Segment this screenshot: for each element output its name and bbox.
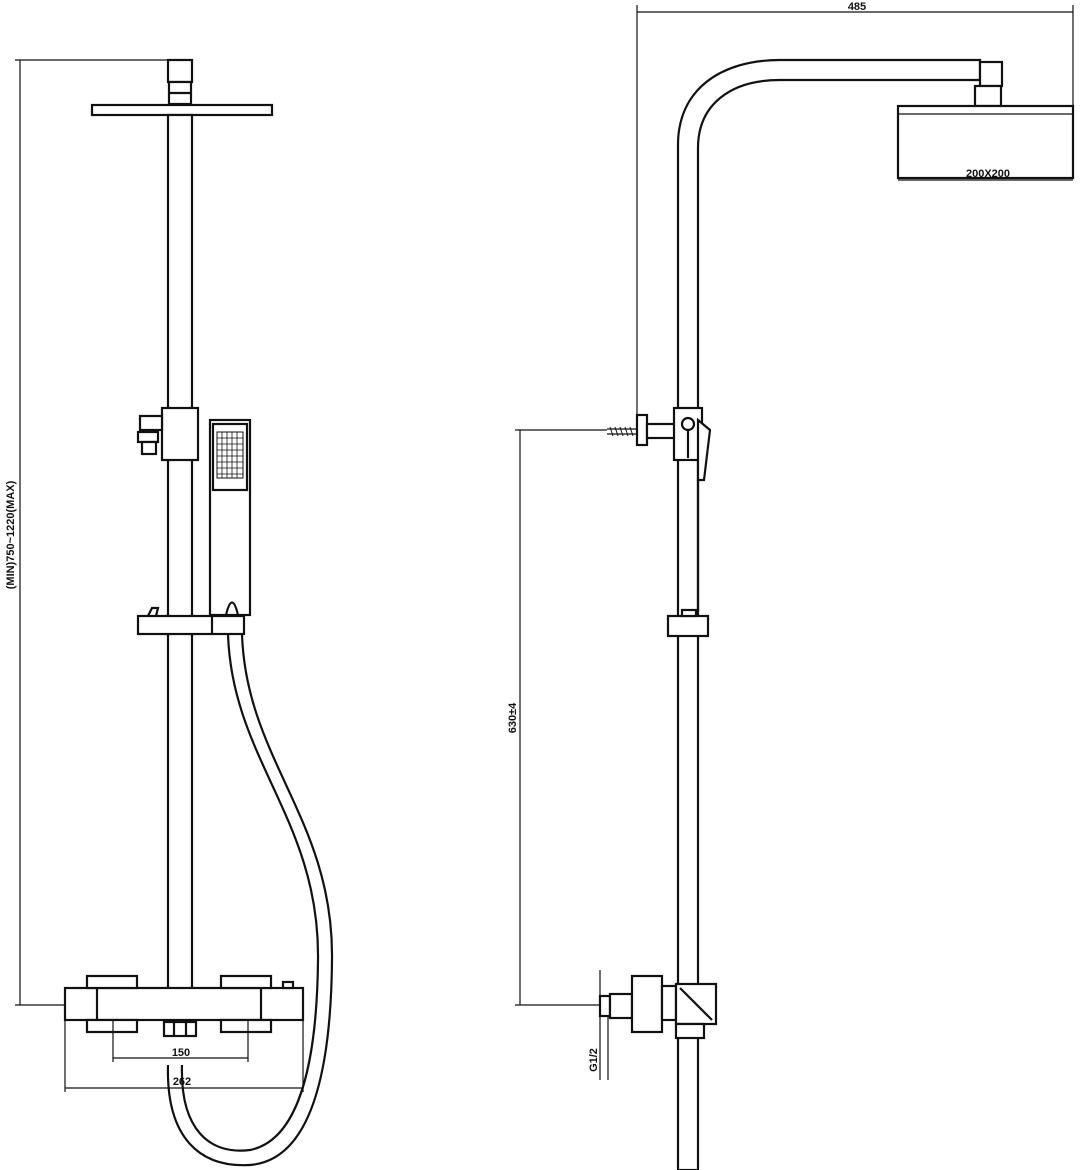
bracket-height-label: 630±4 (507, 702, 519, 733)
thermostatic-valve-front (63, 974, 305, 1038)
rain-shower-head-front (90, 103, 274, 117)
diverter-stem (140, 440, 158, 456)
diverter-knob (138, 414, 164, 432)
curved-shower-arm (676, 58, 982, 410)
hand-shower (208, 418, 252, 617)
wall-bracket (607, 413, 677, 447)
inlet-thread-label: G1/2 (588, 1048, 600, 1072)
valve-spacing-label: 150 (172, 1047, 190, 1059)
inlet-elbow (598, 974, 718, 1040)
side-valve-nut (674, 1022, 706, 1040)
side-head-mount (978, 60, 1004, 88)
riser-pipe-side (676, 408, 700, 1170)
head-mount-block (166, 58, 194, 84)
side-slide-holder (666, 614, 710, 638)
diverter-block (160, 406, 200, 462)
bracket-height-dimension (515, 429, 607, 1006)
rain-shower-head-side (896, 104, 1075, 180)
valve-width-dimension (64, 1020, 304, 1092)
diverter-lever (136, 430, 160, 444)
height-dimension (15, 59, 192, 1006)
side-view: 485 200X200 (507, 1, 1075, 1170)
valve-width-label: 262 (173, 1076, 191, 1088)
height-range-label: (MIN)750~1220(MAX) (5, 480, 17, 589)
shower-hose (166, 633, 334, 1167)
side-head-connector (973, 84, 1003, 108)
slide-bar-holder (136, 614, 246, 636)
arm-reach-dimension (636, 5, 1074, 420)
arm-reach-label: 485 (848, 1, 866, 13)
valve-outlet-nut (162, 1020, 198, 1038)
valve-spacing-dimension (112, 1020, 249, 1062)
head-size-label: 200X200 (966, 168, 1010, 180)
front-view: (MIN)750~1220(MAX) (5, 58, 334, 1167)
hand-shower-side (696, 417, 712, 482)
inlet-thread-dimension (599, 970, 609, 1080)
riser-pipe-front (166, 113, 194, 992)
